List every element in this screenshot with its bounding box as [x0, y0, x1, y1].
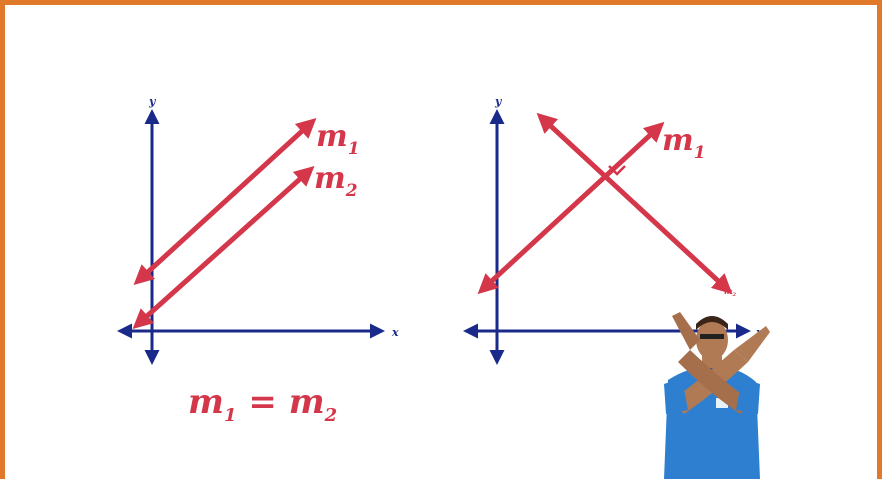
left-m1-label: m1: [316, 119, 360, 159]
right-y-label: y: [494, 95, 503, 108]
shirt-logo: [716, 398, 728, 408]
slope-equation: m1 = m2: [188, 382, 337, 426]
right-angle-marker: [608, 165, 626, 176]
presenter-figure: [664, 312, 770, 479]
left-y-label: y: [148, 95, 157, 108]
presenter-head: [696, 320, 728, 360]
left-line-m2: [132, 165, 315, 330]
left-m2-label: m2: [314, 161, 358, 201]
left-x-label: x: [391, 326, 399, 339]
left-line-m1: [133, 117, 317, 286]
right-m1-label: m1: [662, 123, 706, 163]
presenter-glasses: [700, 334, 724, 339]
left-graph: y x m1 m2: [117, 95, 399, 365]
presenter-left-hand: [734, 326, 770, 362]
right-graph: y x m1 m2: [463, 95, 763, 365]
presenter-right-arm: [678, 350, 752, 414]
presenter-right-hand: [672, 312, 700, 350]
right-m2-label: m2: [724, 286, 736, 298]
right-line-m1: [477, 121, 665, 295]
right-line-m2: [536, 112, 733, 295]
